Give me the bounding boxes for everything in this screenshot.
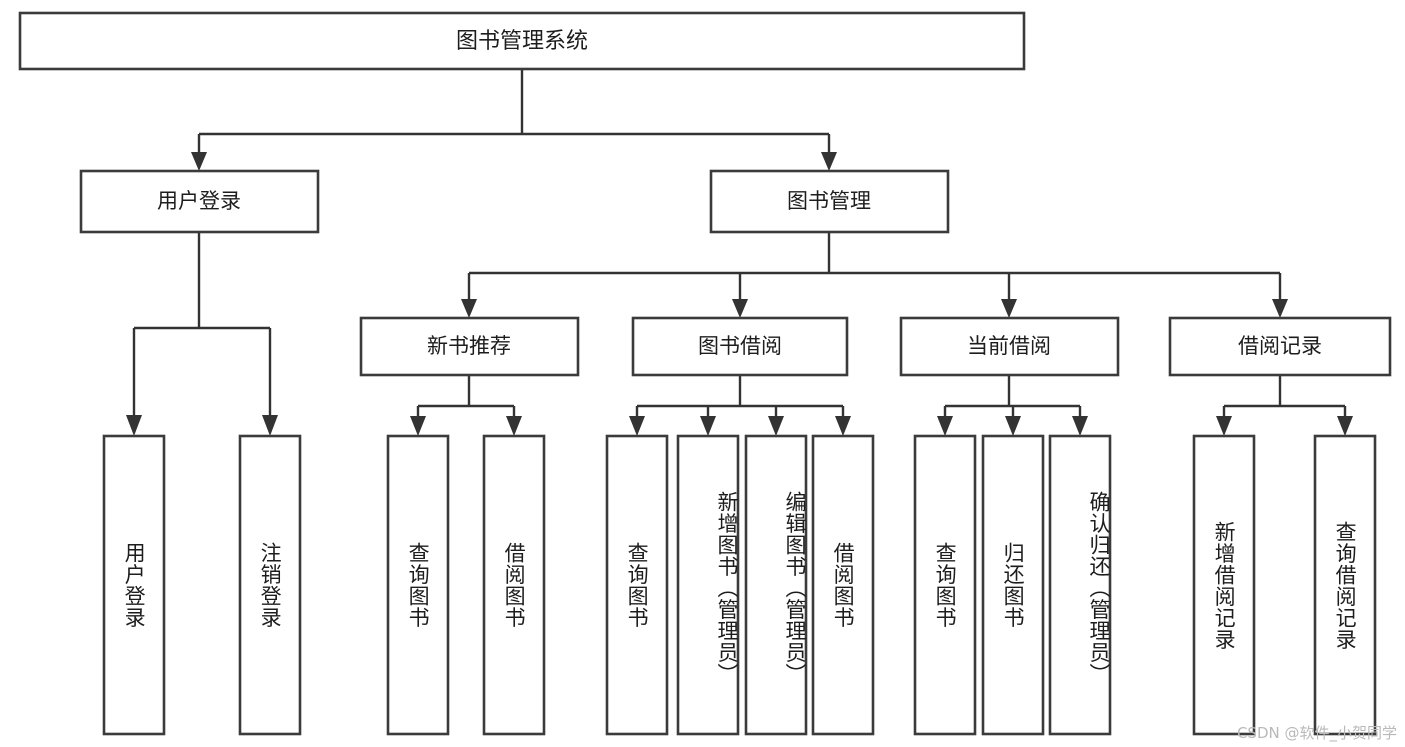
node-book-borrow[interactable]: 图书借阅 (631, 316, 849, 377)
node-leaf-return-book-box[interactable] (981, 434, 1045, 736)
arrow-head-leaf-borrow-book-1 (506, 416, 522, 436)
node-borrow-record-label: 借阅记录 (1238, 334, 1322, 358)
node-user-login[interactable]: 用户登录 (79, 169, 320, 234)
arrow-head-user-login (191, 152, 207, 171)
node-new-book-recommend-box[interactable] (359, 316, 580, 377)
node-current-borrow-box[interactable] (899, 316, 1120, 377)
arrow-head-leaf-return-book (1005, 416, 1021, 436)
arrow-head-leaf-query-book-1 (410, 416, 426, 436)
node-leaf-query-book-2-box[interactable] (605, 434, 669, 736)
arrow-head-leaf-add-borrow-record (1216, 416, 1232, 436)
leaf-boxes-layer (102, 434, 1377, 736)
node-leaf-add-borrow-record-box[interactable] (1192, 434, 1256, 736)
arrow-head-leaf-query-book-3 (937, 416, 953, 436)
arrow-head-current-borrow (1001, 299, 1017, 318)
node-user-login-box[interactable] (79, 169, 320, 234)
node-book-borrow-box[interactable] (631, 316, 849, 377)
node-leaf-query-book-3-box[interactable] (913, 434, 977, 736)
node-leaf-borrow-book-1-box[interactable] (482, 434, 546, 736)
csdn-watermark: CSDN @软件_小贺同学 (1236, 724, 1397, 742)
node-new-book-recommend-label: 新书推荐 (427, 334, 511, 358)
arrow-head-leaf-query-borrow-record (1337, 416, 1353, 436)
node-book-manage[interactable]: 图书管理 (709, 169, 950, 234)
arrow-head-leaf-logout-login (262, 415, 278, 436)
node-book-borrow-label: 图书借阅 (698, 334, 782, 358)
node-new-book-recommend[interactable]: 新书推荐 (359, 316, 580, 377)
node-root[interactable]: 图书管理系统 (18, 11, 1026, 71)
node-leaf-borrow-book-2-box[interactable] (811, 434, 875, 736)
node-leaf-logout-login-box[interactable] (238, 434, 302, 736)
node-leaf-edit-book-admin-box[interactable] (744, 434, 808, 736)
arrow-head-leaf-add-book-admin (700, 416, 716, 436)
node-root-box[interactable] (18, 11, 1026, 71)
connector-layer (126, 69, 1353, 436)
node-root-label: 图书管理系统 (456, 29, 588, 54)
node-leaf-user-login-box[interactable] (102, 434, 166, 736)
arrow-head-leaf-user-login (126, 415, 142, 436)
node-book-manage-box[interactable] (709, 169, 950, 234)
arrow-head-leaf-query-book-2 (629, 416, 645, 436)
arrow-head-borrow-record (1272, 299, 1288, 318)
arrow-head-book-manage (821, 152, 837, 171)
node-borrow-record-box[interactable] (1168, 316, 1392, 377)
node-borrow-record[interactable]: 借阅记录 (1168, 316, 1392, 377)
node-leaf-query-borrow-record-box[interactable] (1313, 434, 1377, 736)
node-leaf-confirm-return-admin-box[interactable] (1048, 434, 1112, 736)
node-leaf-query-book-1-box[interactable] (386, 434, 450, 736)
arrow-head-book-borrow (732, 299, 748, 318)
node-current-borrow[interactable]: 当前借阅 (899, 316, 1120, 377)
node-current-borrow-label: 当前借阅 (967, 334, 1051, 358)
node-user-login-label: 用户登录 (157, 189, 241, 213)
arrow-head-leaf-edit-book-admin (768, 416, 784, 436)
node-book-manage-label: 图书管理 (787, 189, 871, 213)
node-leaf-add-book-admin-box[interactable] (676, 434, 740, 736)
arrow-head-leaf-confirm-return-admin (1072, 416, 1088, 436)
arrow-head-new-book-recommend (461, 299, 477, 318)
arrow-head-leaf-borrow-book-2 (835, 416, 851, 436)
